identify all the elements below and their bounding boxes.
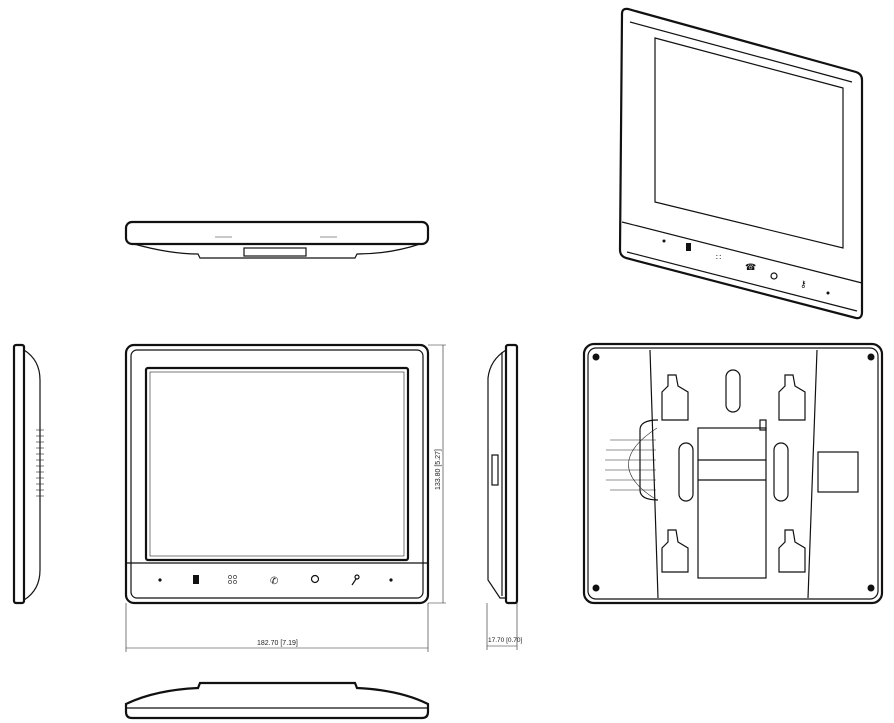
top-view [124, 220, 430, 259]
svg-text:⚷: ⚷ [800, 279, 807, 289]
indicator-dot-right [389, 578, 393, 582]
indicator-dot-left [158, 578, 162, 582]
depth-dimension: 17.70 [0.70] [486, 603, 523, 650]
svg-text:∷: ∷ [716, 253, 721, 262]
right-side-view [487, 343, 519, 605]
front-view: ✆ [124, 343, 430, 605]
width-dimension: 182.70 [7.19] [125, 603, 429, 652]
speaker-grille [605, 427, 658, 501]
perspective-view: ∷ ☎ ⚷ [618, 7, 864, 320]
svg-text:☎: ☎ [745, 262, 756, 272]
height-dimension: 133.80 [5.27] [428, 344, 446, 604]
key-icon [351, 574, 360, 586]
menu-icon [228, 575, 237, 584]
monitor-icon [193, 575, 199, 584]
depth-label: 17.70 [0.70] [488, 637, 523, 644]
height-label: 133.80 [5.27] [435, 449, 442, 490]
left-side-view [12, 343, 44, 605]
width-label: 182.70 [7.19] [257, 640, 298, 647]
rear-view [582, 342, 884, 605]
bottom-view [124, 681, 430, 720]
call-icon: ✆ [270, 576, 278, 587]
unlock-icon [310, 574, 320, 584]
